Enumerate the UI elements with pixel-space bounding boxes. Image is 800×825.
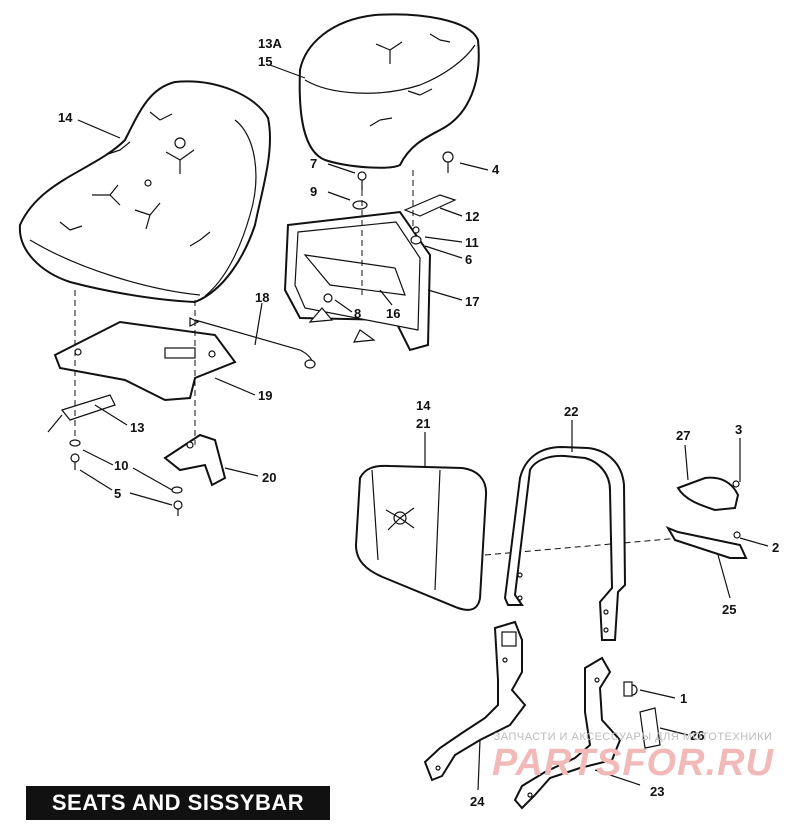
main-seat xyxy=(18,80,271,304)
callout-7: 7 xyxy=(310,156,317,171)
callout-21: 21 xyxy=(416,416,430,431)
callout-15-top: 15 xyxy=(258,54,272,69)
rear-brackets xyxy=(665,476,748,559)
callout-24: 24 xyxy=(470,794,485,809)
diagram-title: SEATS AND SISSYBAR xyxy=(26,786,330,820)
callout-14-seat: 14 xyxy=(58,110,73,125)
callout-3: 3 xyxy=(735,422,742,437)
callout-4: 4 xyxy=(492,162,500,177)
callout-16: 16 xyxy=(386,306,400,321)
callout-25: 25 xyxy=(722,602,736,617)
callout-labels: 13A 15 14 7 4 9 12 11 6 17 8 16 18 19 13… xyxy=(58,36,779,809)
callout-27: 27 xyxy=(676,428,690,443)
callout-12: 12 xyxy=(465,209,479,224)
backrest-pad xyxy=(354,464,488,611)
callout-2: 2 xyxy=(772,540,779,555)
callout-10: 10 xyxy=(114,458,128,473)
leader-lines xyxy=(77,64,769,791)
callout-18: 18 xyxy=(255,290,269,305)
callout-26: 26 xyxy=(690,728,704,743)
side-plate-right xyxy=(513,656,661,810)
watermark-tagline: ЗАПЧАСТИ И АКСЕССУАРЫ ДЛЯ МОТОТЕХНИКИ xyxy=(493,731,773,743)
callout-11: 11 xyxy=(465,235,479,250)
callout-13: 13 xyxy=(130,420,144,435)
callout-5: 5 xyxy=(114,486,121,501)
callout-22: 22 xyxy=(564,404,578,419)
callout-6: 6 xyxy=(465,252,472,267)
callout-13a: 13A xyxy=(258,36,282,51)
callout-23: 23 xyxy=(650,784,664,799)
sissybar-upright xyxy=(503,445,627,641)
seat-base-parts xyxy=(47,317,316,487)
callout-8: 8 xyxy=(354,306,361,321)
side-plate-left xyxy=(423,620,527,782)
callout-17: 17 xyxy=(465,294,479,309)
callout-9: 9 xyxy=(310,184,317,199)
pillion-hardware xyxy=(323,151,457,303)
callout-20: 20 xyxy=(262,470,276,485)
callout-19: 19 xyxy=(258,388,272,403)
watermark-logo-text: PARTSFOR.RU xyxy=(492,742,774,784)
callout-14-backrest: 14 xyxy=(416,398,431,413)
pillion-frame xyxy=(283,210,432,352)
watermark: ЗАПЧАСТИ И АКСЕССУАРЫ ДЛЯ МОТОТЕХНИКИ PA… xyxy=(478,731,788,783)
callout-1: 1 xyxy=(680,691,687,706)
pillion-seat xyxy=(298,13,480,169)
